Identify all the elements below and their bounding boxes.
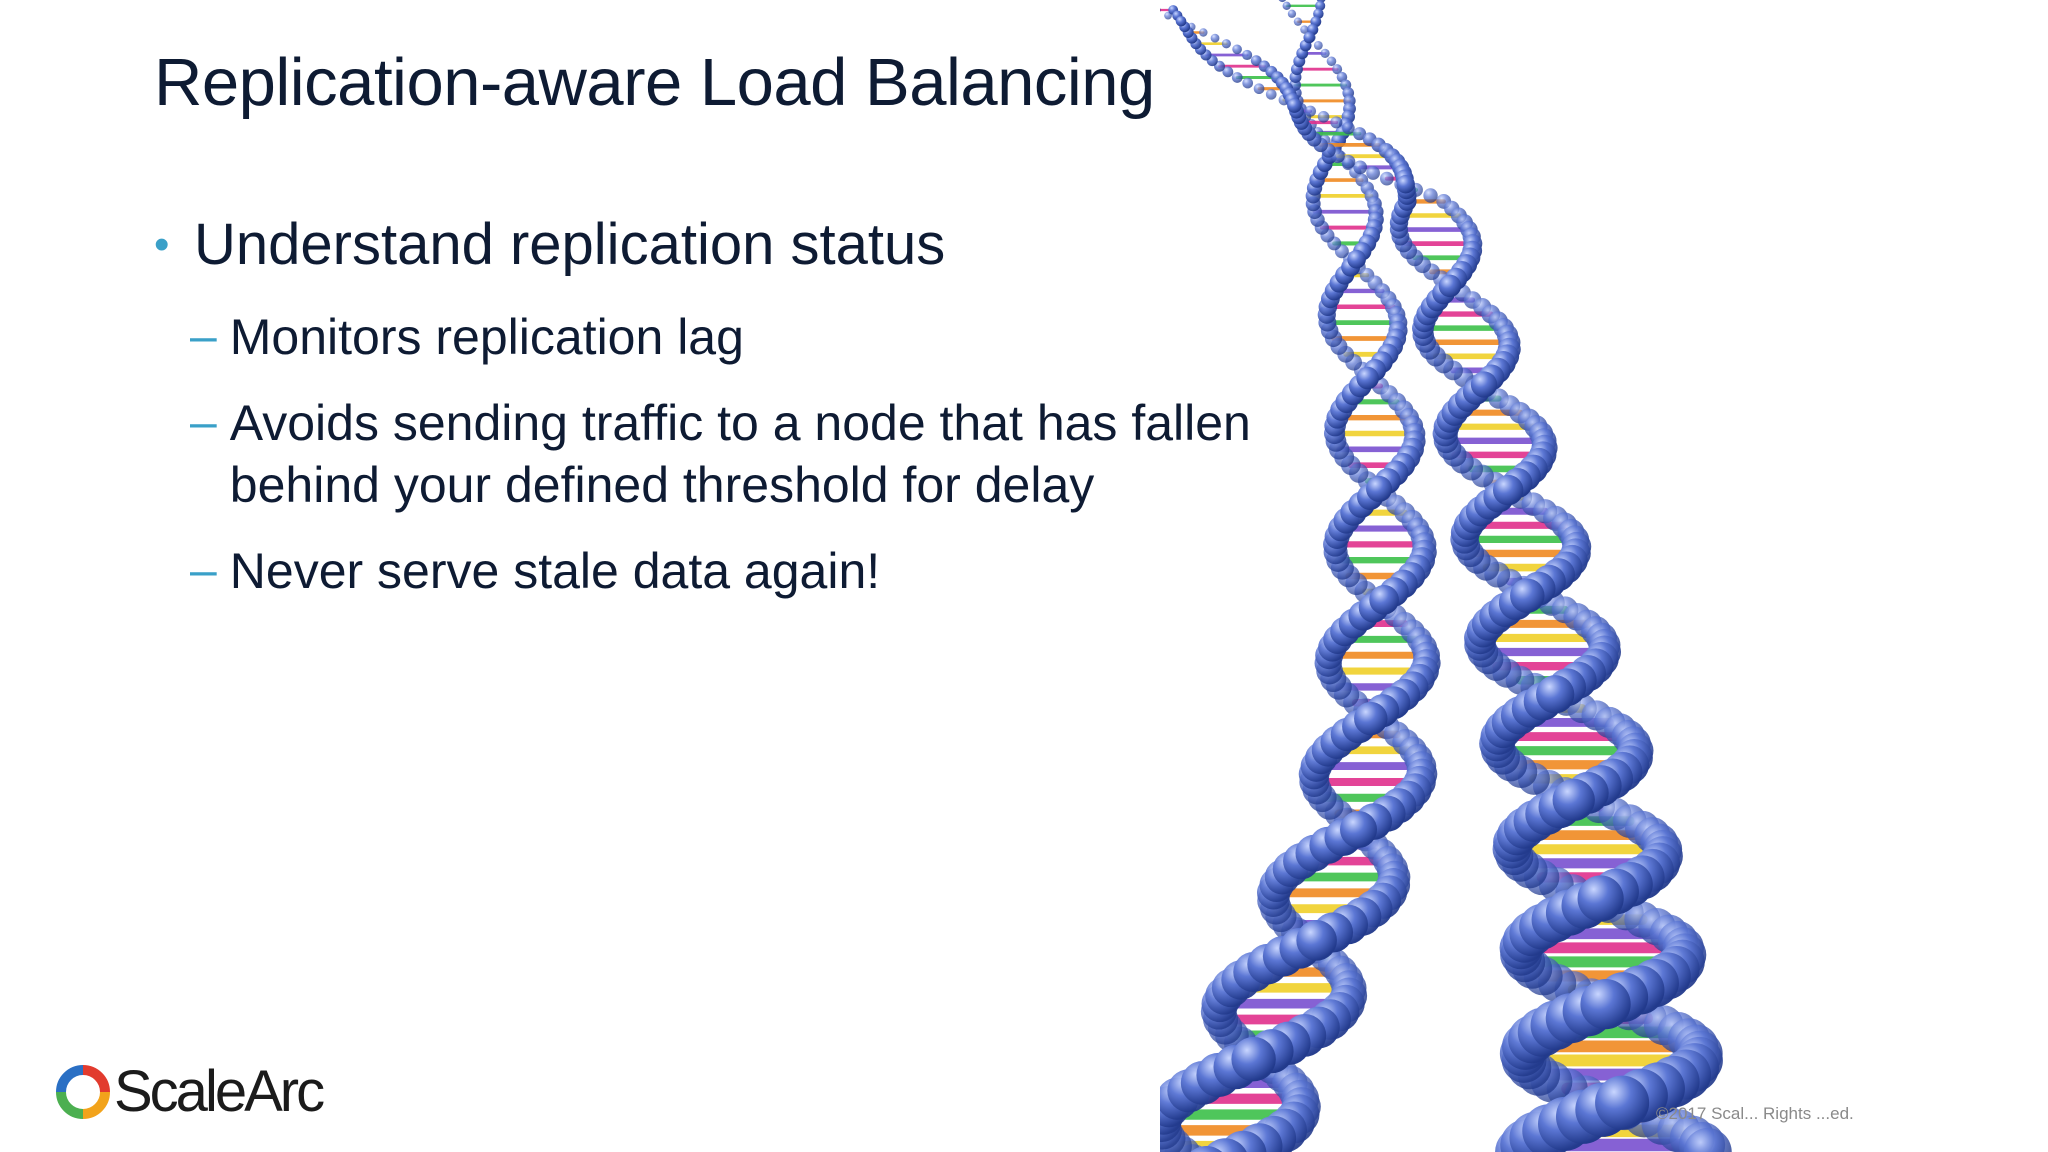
- helix-group: [1160, 0, 1732, 1152]
- dna-helix-image: [1160, 0, 1732, 1152]
- bullet-item: • Understand replication status: [154, 210, 1304, 280]
- copyright-notice: ©2017 Scal... Rights ...ed.: [1656, 1104, 1854, 1123]
- slide-title: Replication-aware Load Balancing: [154, 45, 1155, 120]
- bullet-text: Understand replication status: [194, 212, 946, 277]
- bullet-dot-icon: •: [154, 220, 170, 269]
- bullet-list: • Understand replication status – Monito…: [154, 210, 1304, 602]
- sub-bullet-item: – Monitors replication lag: [190, 306, 1304, 368]
- sub-bullet-item: – Never serve stale data again!: [190, 540, 1304, 602]
- dash-icon: –: [190, 310, 217, 363]
- sub-bullet-text: Avoids sending traffic to a node that ha…: [229, 395, 1251, 513]
- sub-bullet-text: Monitors replication lag: [229, 309, 744, 365]
- dash-icon: –: [190, 396, 217, 449]
- sub-bullet-item: – Avoids sending traffic to a node that …: [190, 392, 1304, 516]
- dash-icon: –: [190, 544, 217, 597]
- sub-bullet-text: Never serve stale data again!: [229, 543, 881, 599]
- logo-wordmark: ScaleArc: [114, 1059, 325, 1124]
- scalearc-logo: ScaleArc: [56, 1058, 325, 1125]
- scalearc-logo-icon: [56, 1064, 110, 1119]
